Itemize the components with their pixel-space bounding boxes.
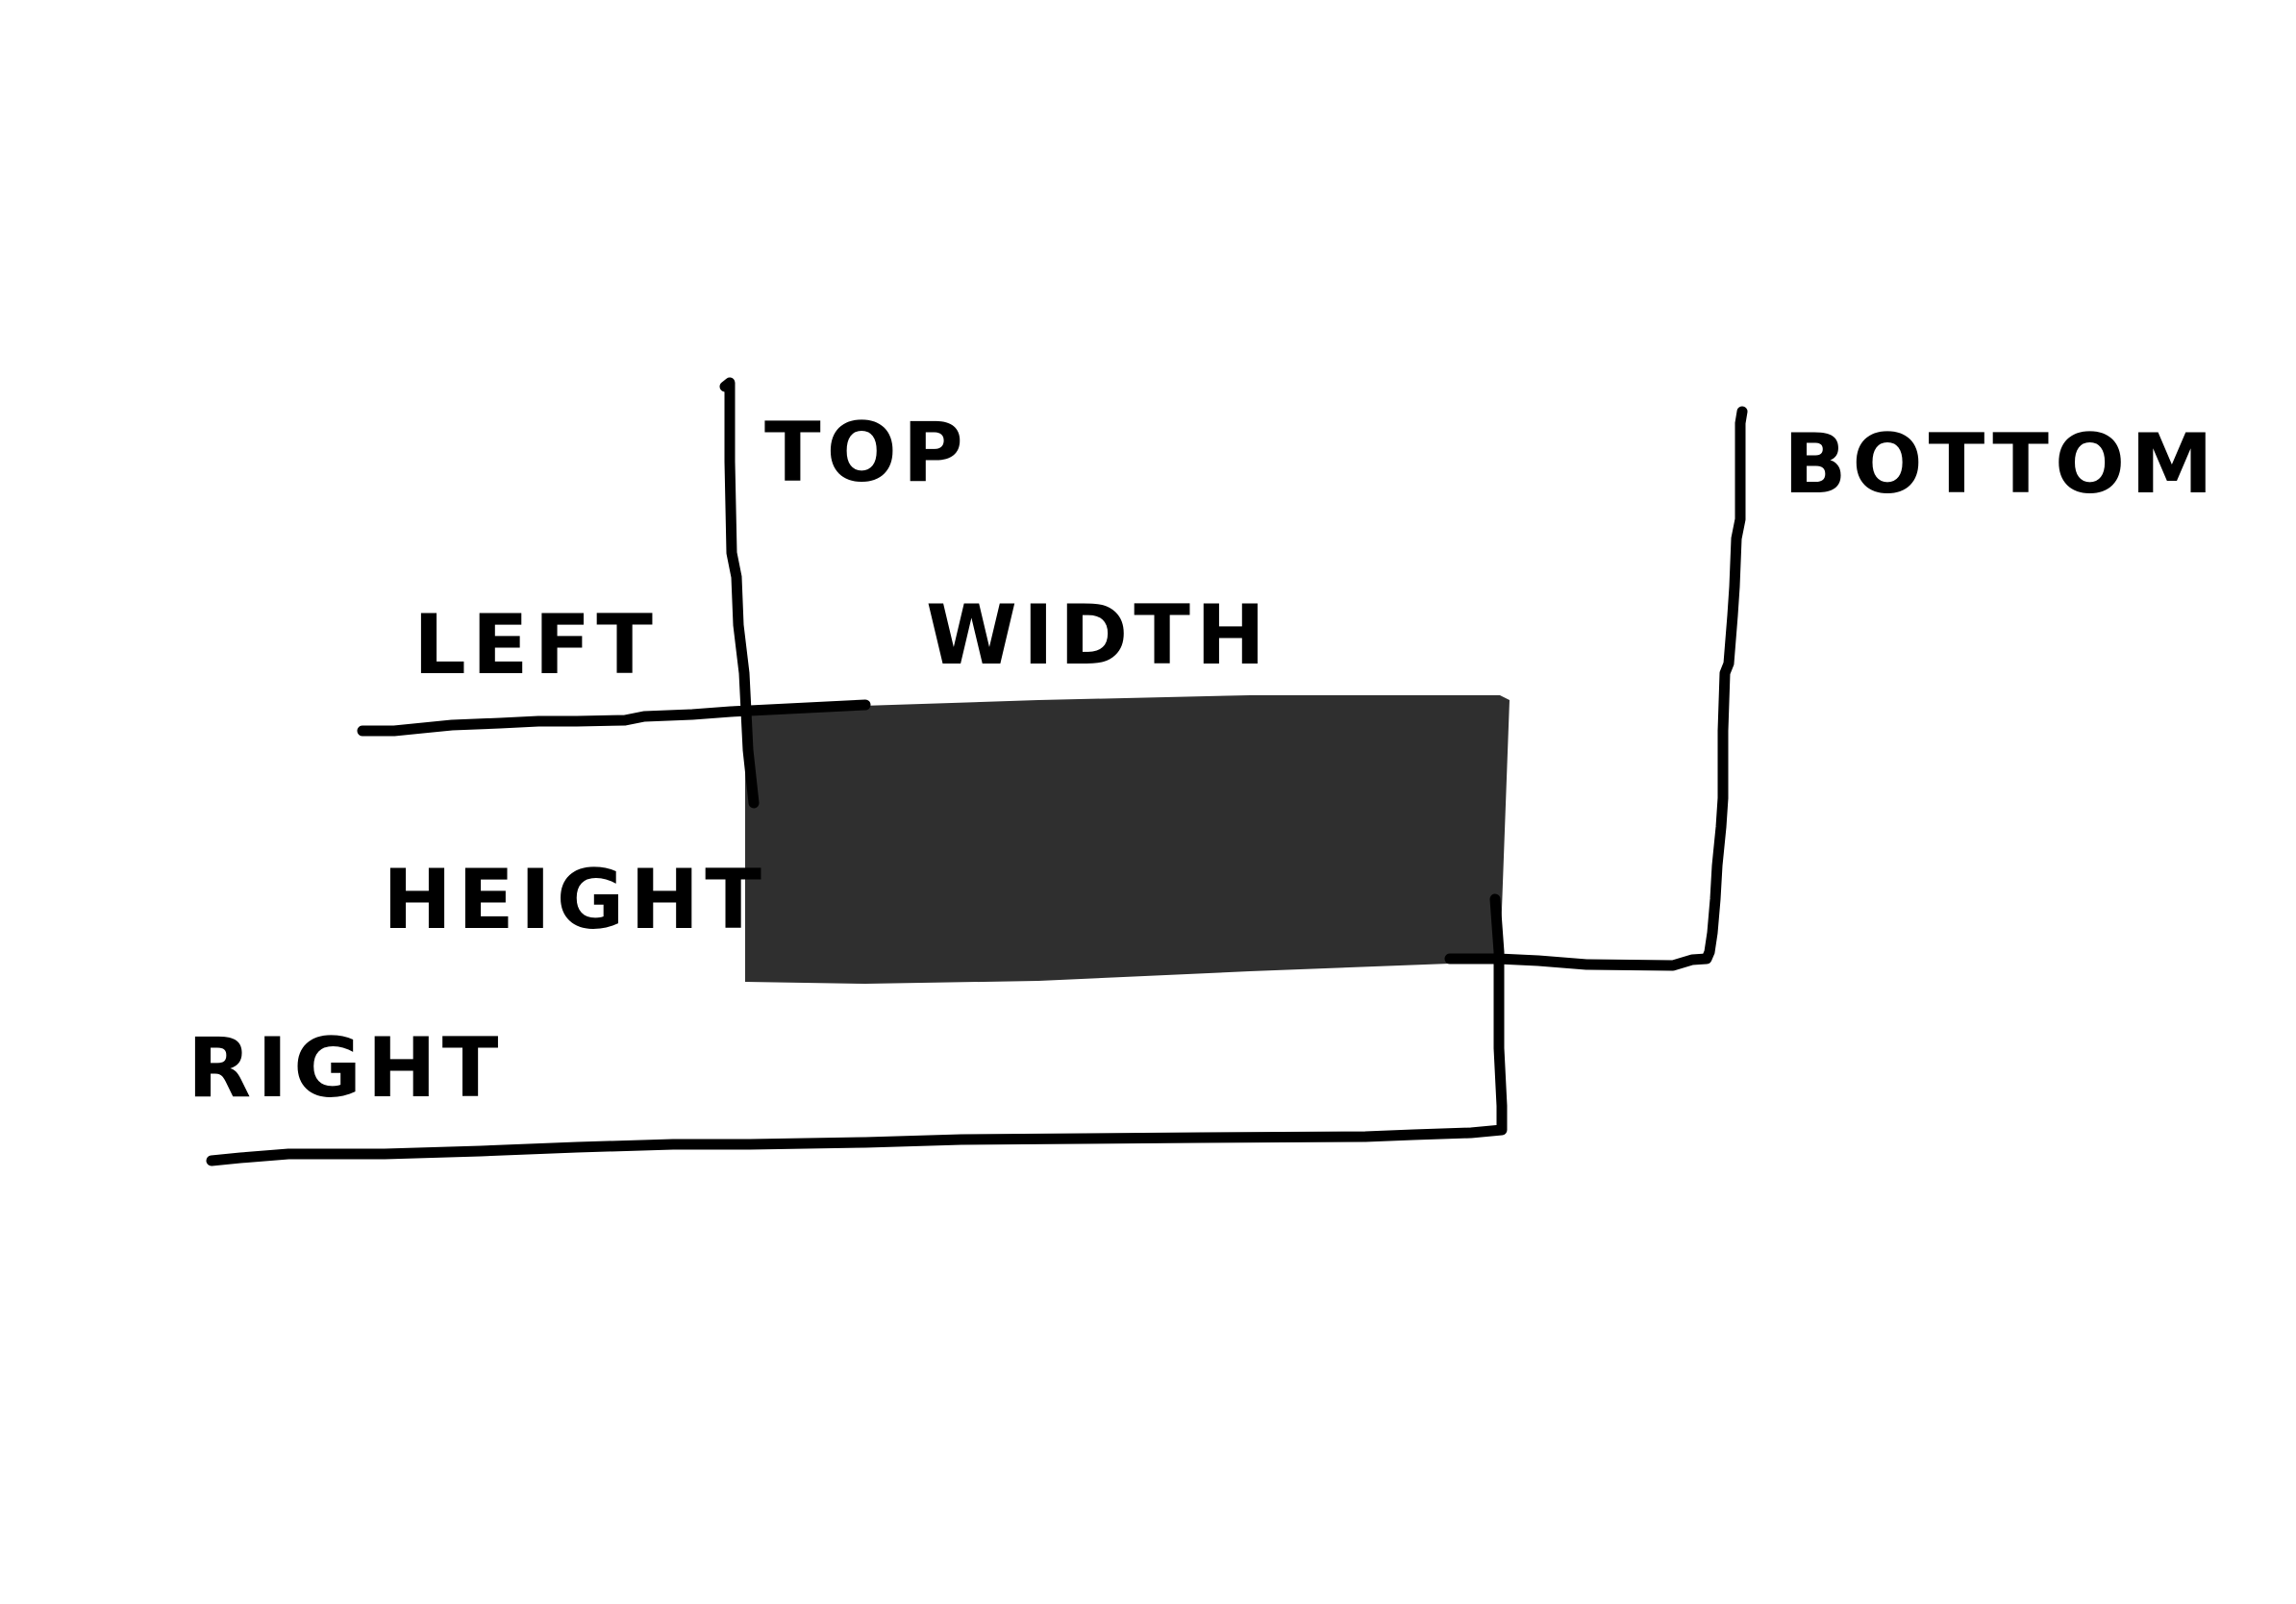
label-left: LEFT xyxy=(413,597,659,693)
label-width: WIDTH xyxy=(926,588,1271,684)
element-box xyxy=(745,695,1510,984)
top-line xyxy=(719,377,760,809)
right-line xyxy=(206,893,1508,1166)
label-height: HEIGHT xyxy=(383,852,767,948)
label-bottom: BOTTOM xyxy=(1784,416,2219,513)
label-top: TOP xyxy=(764,405,969,501)
left-line xyxy=(357,699,871,737)
label-right: RIGHT xyxy=(187,1020,504,1116)
bottom-line xyxy=(1444,406,1748,971)
